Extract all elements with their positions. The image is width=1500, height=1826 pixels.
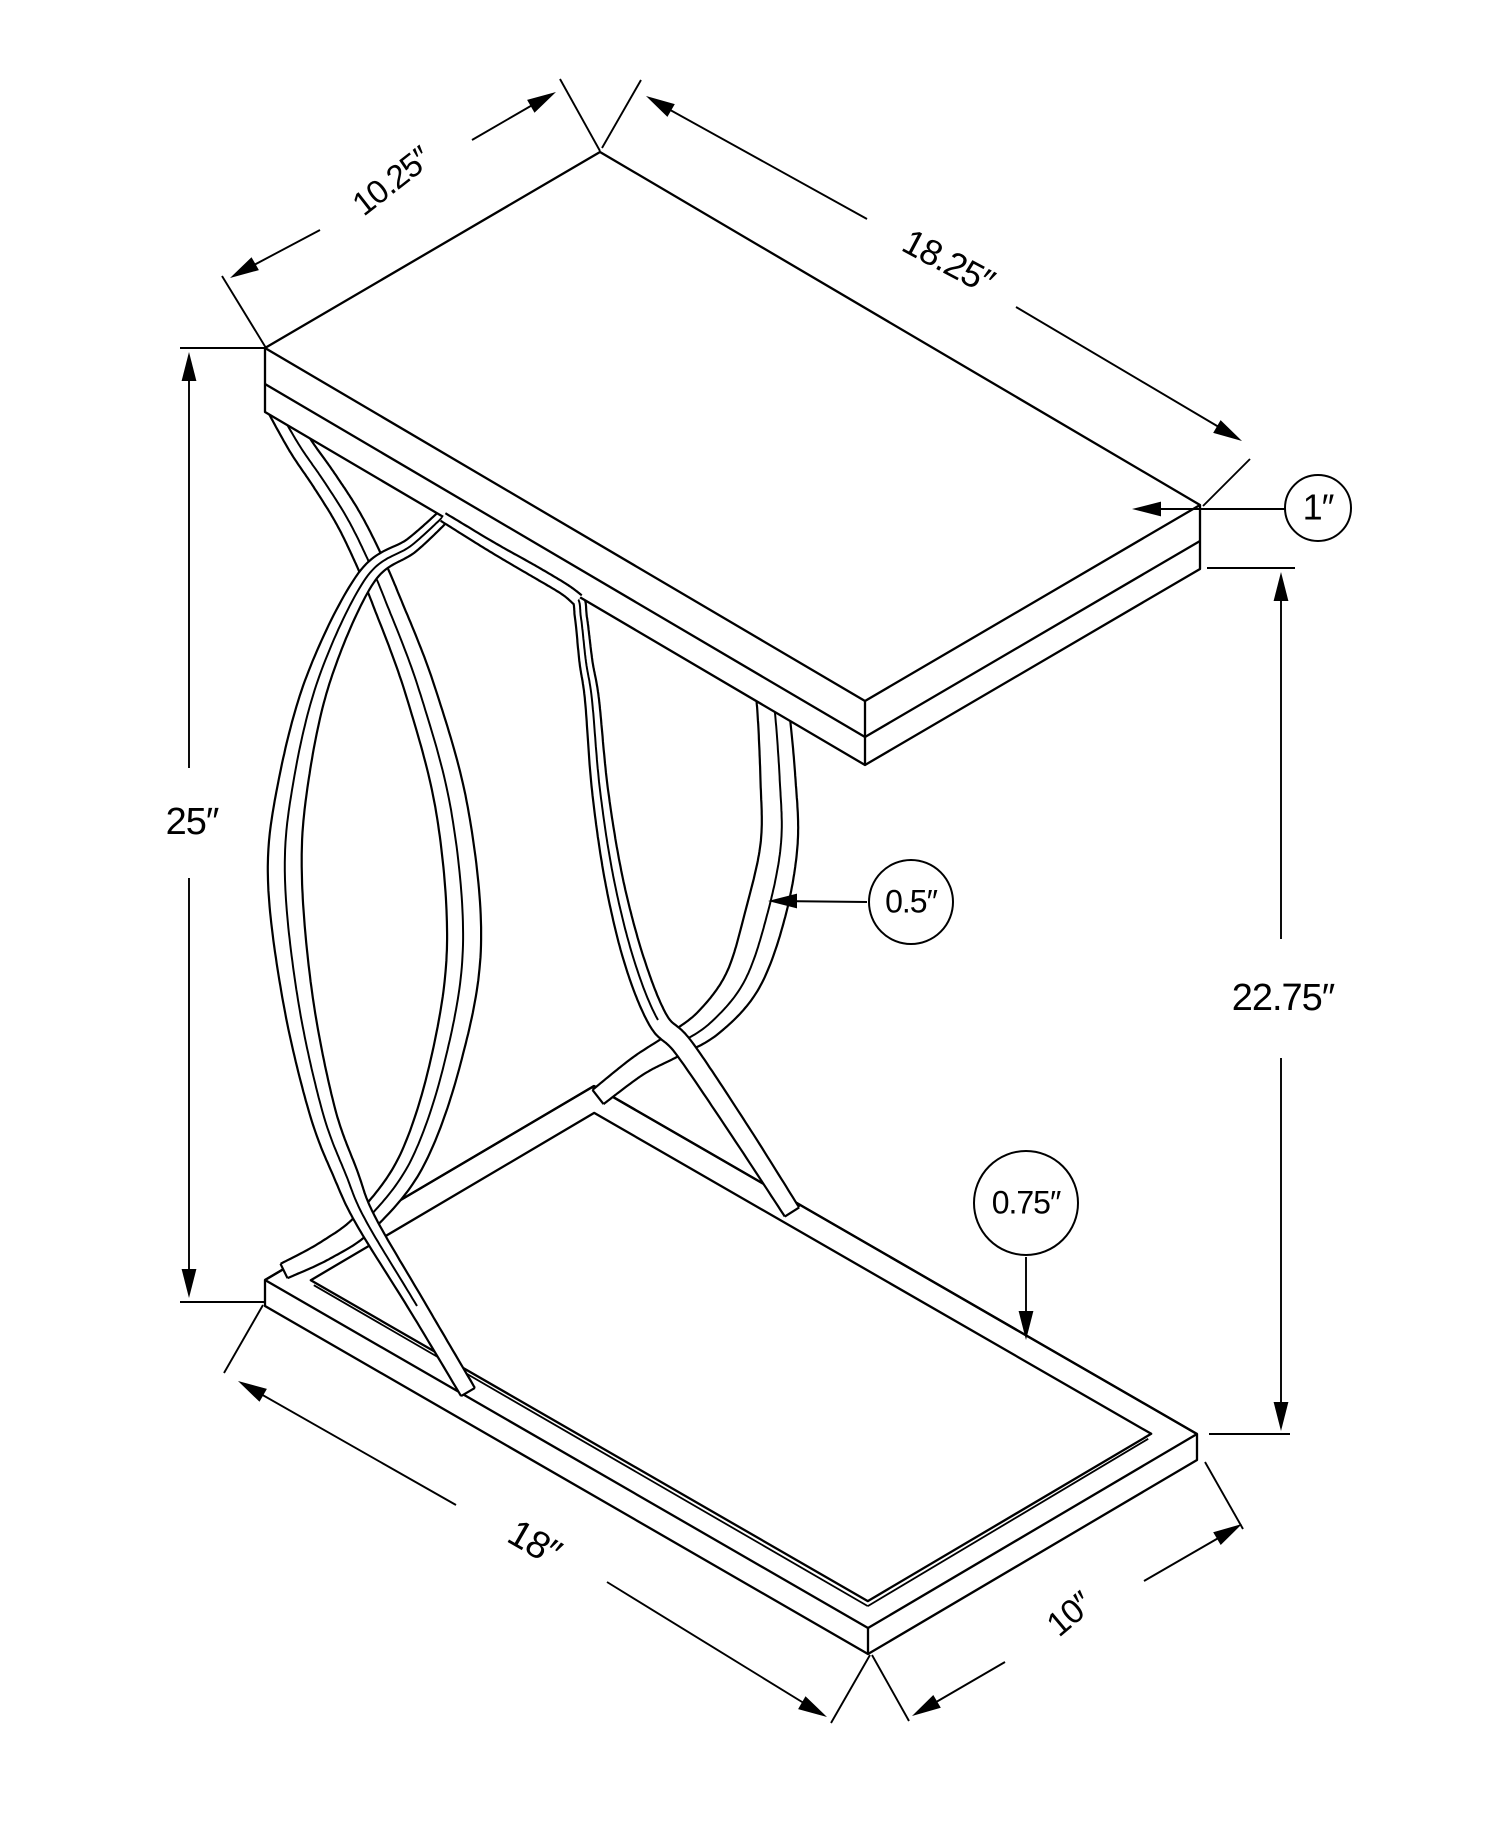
svg-text:1″: 1″ [1303, 487, 1335, 528]
svg-text:0.75″: 0.75″ [992, 1184, 1061, 1220]
svg-text:0.5″: 0.5″ [885, 883, 937, 919]
svg-text:22.75″: 22.75″ [1232, 977, 1335, 1019]
svg-text:25″: 25″ [166, 801, 219, 843]
